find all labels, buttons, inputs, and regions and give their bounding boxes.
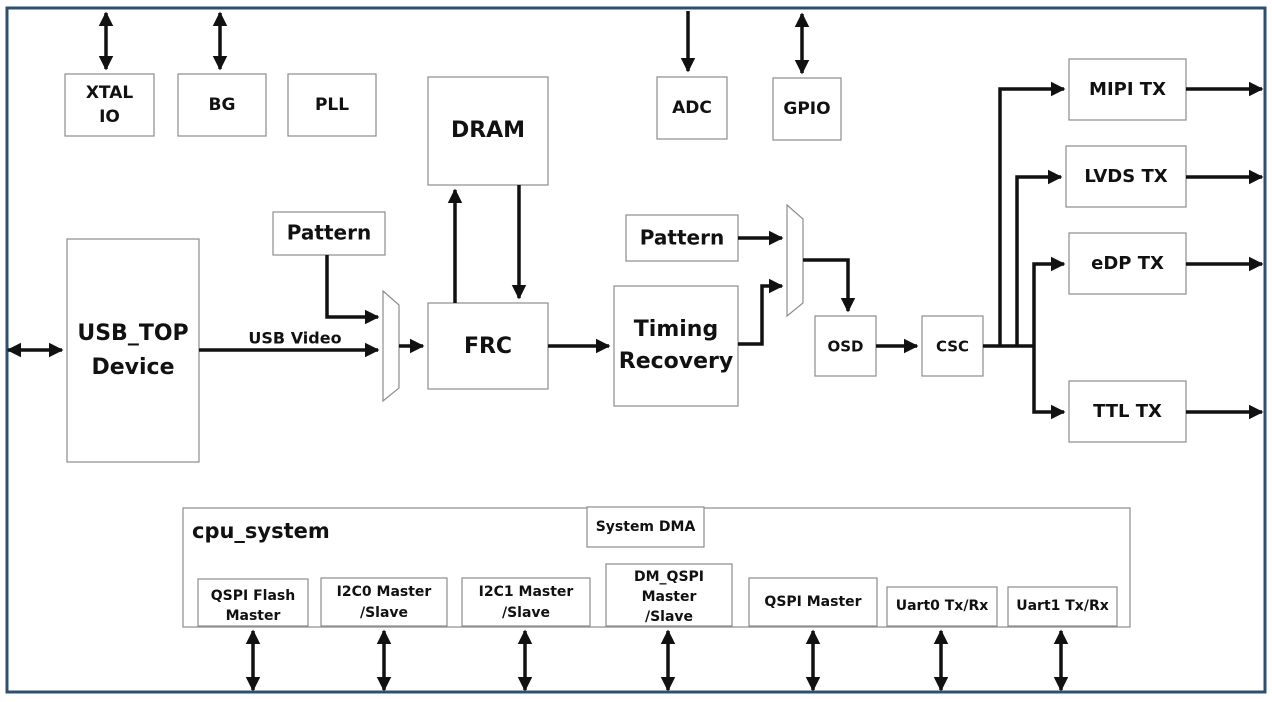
i2c1-block: I2C1 Master /Slave (461, 577, 591, 627)
lvds-tx-label: LVDS TX (1084, 166, 1167, 187)
dm-qspi-block: DM_QSPI Master /Slave (605, 563, 733, 627)
i2c1-label-1: I2C1 Master (479, 584, 574, 600)
bg-label: BG (209, 95, 236, 115)
mipi-tx-label: MIPI TX (1089, 79, 1166, 100)
osd-label: OSD (827, 338, 863, 356)
uart0-label: Uart0 Tx/Rx (896, 598, 989, 614)
csc-label: CSC (936, 338, 969, 356)
gpio-block: GPIO (772, 77, 842, 141)
i2c1-label-2: /Slave (502, 605, 550, 621)
ttl-tx-label: TTL TX (1093, 401, 1162, 422)
mux-right (786, 203, 804, 318)
edp-tx-label: eDP TX (1091, 253, 1164, 274)
mux-to-osd-arrow (803, 258, 856, 313)
qspi-flash-label-1: QSPI Flash (211, 588, 295, 604)
pattern-left-block: Pattern (272, 211, 386, 256)
mux-left (382, 289, 400, 403)
usb-top-label: USB_TOP (77, 321, 188, 346)
frc-label: FRC (464, 334, 512, 359)
qspi-master-block: QSPI Master (748, 577, 878, 627)
pattern-right-label: Pattern (640, 226, 724, 250)
edp-tx-block: eDP TX (1068, 232, 1187, 295)
xtal-io-label-1: XTAL (86, 83, 134, 103)
pll-label: PLL (315, 95, 349, 115)
dram-label: DRAM (451, 118, 525, 143)
gpio-label: GPIO (783, 99, 830, 119)
mipi-tx-block: MIPI TX (1068, 58, 1187, 121)
i2c0-label-1: I2C0 Master (337, 584, 432, 600)
i2c0-label-2: /Slave (360, 605, 408, 621)
system-dma-label: System DMA (596, 519, 696, 535)
ttl-tx-block: TTL TX (1068, 380, 1187, 443)
uart1-block: Uart1 Tx/Rx (1007, 586, 1118, 627)
lvds-tx-block: LVDS TX (1065, 145, 1187, 208)
csc-to-ttl-arrow (1032, 346, 1066, 420)
osd-block: OSD (814, 315, 877, 377)
connections (6, 11, 1264, 692)
xtal-io-label-2: IO (99, 107, 120, 127)
dram-block: DRAM (427, 76, 549, 186)
timing-recovery-block: Timing Recovery (613, 285, 739, 407)
recovery-label: Recovery (619, 349, 733, 374)
cpu-system-title: cpu_system (192, 519, 330, 543)
usb-video-label: USB Video (248, 329, 341, 348)
adc-block: ADC (656, 76, 728, 140)
pattern-right-block: Pattern (625, 214, 739, 262)
system-dma-block: System DMA (586, 506, 705, 548)
uart0-block: Uart0 Tx/Rx (886, 586, 998, 627)
timing-label: Timing (634, 317, 718, 342)
i2c0-block: I2C0 Master /Slave (320, 577, 448, 627)
usb-top-device-block: USB_TOP Device (66, 238, 200, 463)
dm-qspi-label-3: /Slave (645, 609, 693, 625)
timing-to-mux-arrow (738, 278, 784, 346)
bg-block: BG (177, 73, 267, 137)
usb-device-label: Device (91, 355, 174, 380)
qspi-flash-label-2: Master (226, 608, 281, 624)
csc-block: CSC (921, 315, 984, 377)
qspi-master-label: QSPI Master (764, 594, 861, 610)
csc-to-lvds-arrow (1015, 169, 1063, 346)
dm-qspi-label-2: Master (642, 589, 697, 605)
pattern-left-arrow (325, 255, 380, 325)
adc-label: ADC (672, 98, 712, 118)
dm-qspi-label-1: DM_QSPI (634, 569, 704, 585)
xtal-io-block: XTAL IO (64, 73, 155, 137)
pll-block: PLL (287, 73, 377, 137)
frc-block: FRC (427, 302, 549, 390)
qspi-flash-master-block: QSPI Flash Master (197, 578, 309, 627)
csc-to-mipi-arrow (998, 81, 1066, 346)
csc-to-edp-arrow (1032, 256, 1066, 346)
pattern-left-label: Pattern (287, 221, 371, 245)
uart1-label: Uart1 Tx/Rx (1016, 598, 1109, 614)
